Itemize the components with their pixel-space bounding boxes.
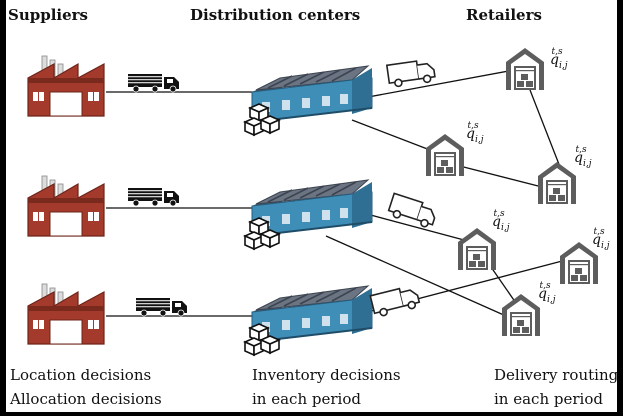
supply-chain-diagram: qi,jt,s qi,jt,s qi,jt,s qi,jt,s qi,jt,s … (6, 0, 617, 412)
retailer-labels: qi,jt,s qi,jt,s qi,jt,s qi,jt,s qi,jt,s … (466, 47, 610, 305)
delivery-van-icon (386, 192, 439, 230)
retailer-quantity-label: qi,jt,s (466, 121, 484, 145)
truck-icon (127, 73, 180, 93)
warehouse-icon (251, 65, 373, 123)
suppliers-caption-line1: Location decisions (10, 366, 152, 384)
dc-caption-line1: Inventory decisions (252, 366, 401, 384)
retail-warehouse-icon (560, 242, 598, 284)
retail-warehouse-icon (538, 162, 576, 204)
retail-warehouse-icon (502, 294, 540, 336)
retail-warehouse-icon (506, 48, 544, 90)
retailer-quantity-label: qi,jt,s (492, 209, 510, 233)
suppliers-header: Suppliers (8, 6, 89, 24)
factory-icon (27, 175, 105, 237)
retail-warehouse-icon (458, 228, 496, 270)
warehouse-icon (251, 285, 373, 343)
retailer-quantity-label: qi,jt,s (574, 145, 592, 169)
retail-warehouse-icon (426, 134, 464, 176)
retailer-quantity-label: qi,jt,s (550, 47, 568, 71)
retailer-quantity-label: qi,jt,s (538, 281, 556, 305)
retailer-quantity-label: qi,jt,s (592, 227, 610, 251)
suppliers-caption-line2: Allocation decisions (10, 390, 162, 408)
delivery-van-icon (386, 58, 437, 89)
factory-icon (27, 283, 105, 345)
warehouse-icon (251, 179, 373, 237)
delivery-van-icon (369, 283, 422, 319)
retailers-caption-line2: in each period (494, 390, 603, 408)
truck-icon (127, 187, 180, 207)
truck-icon (135, 297, 188, 317)
dc-caption-line2: in each period (252, 390, 361, 408)
diagram-canvas: qi,jt,s qi,jt,s qi,jt,s qi,jt,s qi,jt,s … (27, 47, 610, 356)
retailers-header: Retailers (466, 6, 542, 24)
distribution-centers-header: Distribution centers (190, 6, 361, 24)
factory-icon (27, 55, 105, 117)
retailers-caption-line1: Delivery routing (494, 366, 617, 384)
